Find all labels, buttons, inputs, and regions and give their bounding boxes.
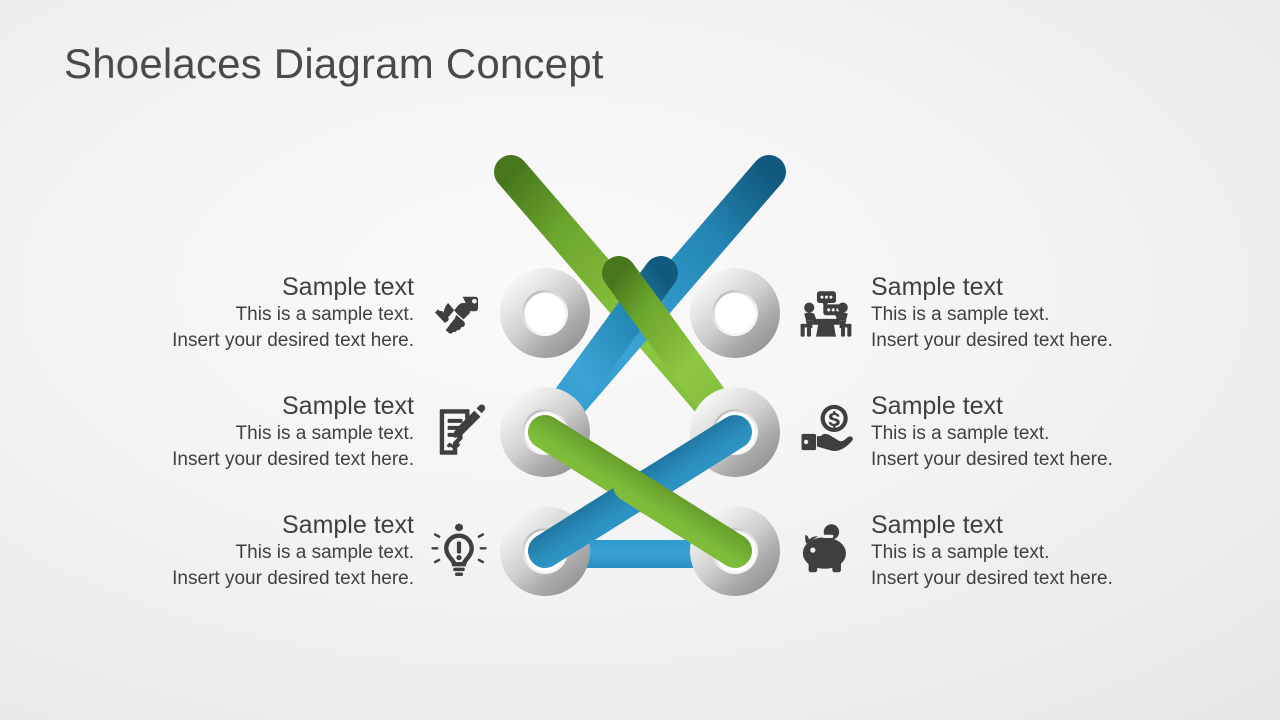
item-heading: Sample text <box>281 272 414 301</box>
list-item[interactable]: Sample text This is a sample text. Inser… <box>100 496 490 606</box>
list-item[interactable]: Sample text This is a sample text. Inser… <box>795 258 1195 368</box>
text-block: Sample text This is a sample text. Inser… <box>172 272 414 355</box>
item-line-2: Insert your desired text here. <box>172 330 414 352</box>
item-heading: Sample text <box>281 391 414 420</box>
item-line-1: This is a sample text. <box>871 304 1050 326</box>
piggy-bank-icon <box>795 520 857 582</box>
item-heading: Sample text <box>871 510 1004 539</box>
text-block: Sample text This is a sample text. Inser… <box>871 272 1113 355</box>
item-line-2: Insert your desired text here. <box>172 449 414 471</box>
item-line-1: This is a sample text. <box>235 423 414 445</box>
text-block: Sample text This is a sample text. Inser… <box>172 510 414 593</box>
shoelaces-diagram <box>465 140 815 610</box>
item-heading: Sample text <box>871 391 1004 420</box>
list-item[interactable]: Sample text This is a sample text. Inser… <box>100 258 490 368</box>
item-line-2: Insert your desired text here. <box>172 568 414 590</box>
handshake-icon <box>428 282 490 344</box>
item-line-1: This is a sample text. <box>871 542 1050 564</box>
item-line-1: This is a sample text. <box>235 542 414 564</box>
meeting-table-icon <box>795 282 857 344</box>
list-item[interactable]: Sample text This is a sample text. Inser… <box>795 377 1195 487</box>
hand-holding-coin-icon <box>795 401 857 463</box>
item-line-2: Insert your desired text here. <box>871 568 1113 590</box>
text-block: Sample text This is a sample text. Inser… <box>172 391 414 474</box>
item-line-2: Insert your desired text here. <box>871 330 1113 352</box>
text-block: Sample text This is a sample text. Inser… <box>871 391 1113 474</box>
text-block: Sample text This is a sample text. Inser… <box>871 510 1113 593</box>
item-heading: Sample text <box>871 272 1004 301</box>
list-item[interactable]: Sample text This is a sample text. Inser… <box>795 496 1195 606</box>
item-heading: Sample text <box>281 510 414 539</box>
item-line-2: Insert your desired text here. <box>871 449 1113 471</box>
item-line-1: This is a sample text. <box>871 423 1050 445</box>
list-item[interactable]: Sample text This is a sample text. Inser… <box>100 377 490 487</box>
contract-signing-icon <box>428 401 490 463</box>
lightbulb-idea-icon <box>428 520 490 582</box>
page-title: Shoelaces Diagram Concept <box>64 40 604 87</box>
item-line-1: This is a sample text. <box>235 304 414 326</box>
